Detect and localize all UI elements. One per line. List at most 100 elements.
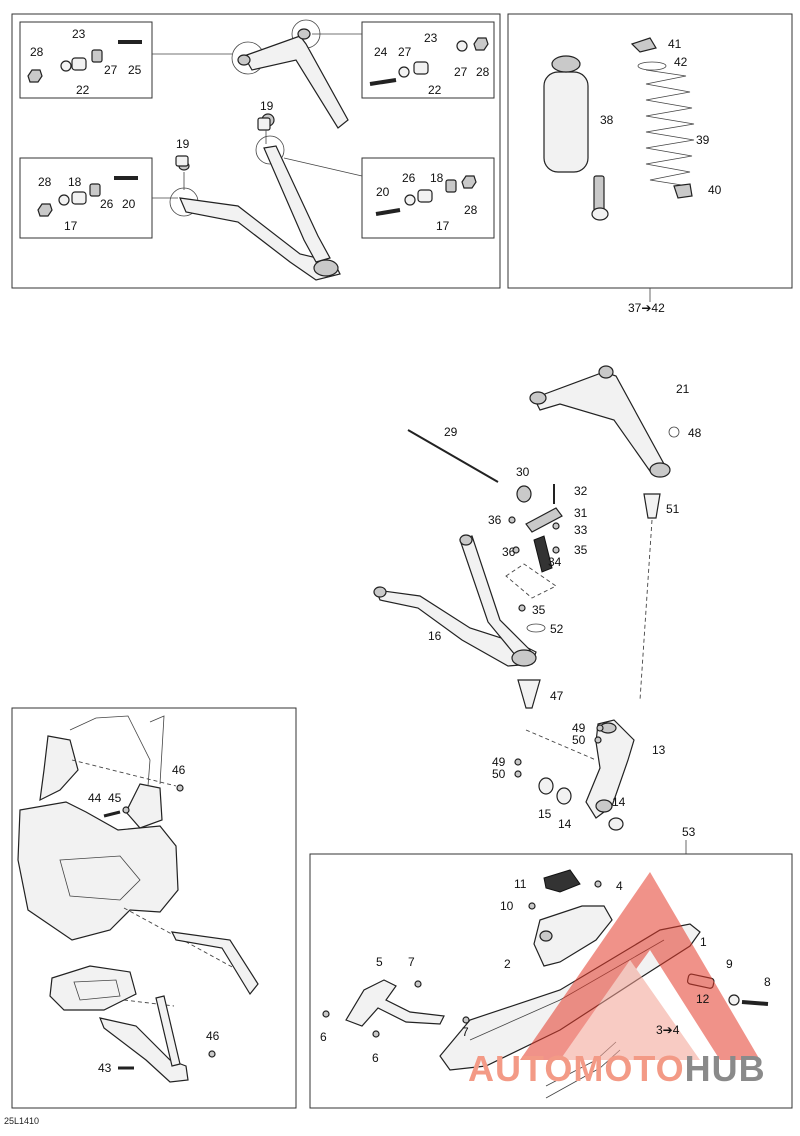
ski-panel [309, 853, 793, 1109]
callout-main-12: 51 [666, 502, 680, 516]
callout-main-16: 49 [572, 721, 586, 735]
callout-main-19: 49 [492, 755, 506, 769]
callout-main-5: 31 [574, 506, 588, 520]
callout-lower-arm-left-kit-1: 18 [68, 175, 82, 189]
callout-shock-1: 42 [674, 55, 688, 69]
callout-main-11: 35 [532, 603, 546, 617]
upper-left-kit-box [19, 21, 153, 99]
upper-a-arm-small [231, 19, 349, 129]
callout-shock-3: 39 [696, 133, 710, 147]
callout-frame-4: 46 [206, 1029, 220, 1043]
frame-bracket [49, 965, 137, 1011]
callout-ski-4: 2 [504, 957, 511, 971]
callout-main-0: 21 [676, 382, 690, 396]
callout-shock-4: 40 [708, 183, 722, 197]
callout-lower-arm-left-kit-2: 26 [100, 197, 114, 211]
callout-upper-arm-right-kit-1: 27 [398, 45, 412, 59]
callout-main-9: 36 [502, 545, 516, 559]
shock-absorber [543, 55, 609, 221]
callout-main-13: 52 [550, 622, 564, 636]
callout-main-4: 32 [574, 484, 588, 498]
callout-main-6: 33 [574, 523, 588, 537]
sway-bar-link-31 [508, 484, 563, 533]
callout-lower-arm-right-kit-0: 20 [376, 185, 390, 199]
callout-upper-arm-right-kit-5: 22 [428, 83, 442, 97]
spring-stopper-41 [630, 37, 667, 71]
callout-main-8: 34 [548, 555, 562, 569]
arm-bushing-panel [11, 13, 501, 289]
bushing-30 [516, 485, 532, 503]
callout-ski-1: 4 [616, 879, 623, 893]
watermark-text: AUTOMOTOHUB [468, 1048, 766, 1090]
callout-lower-arm-right-kit-4: 17 [436, 219, 450, 233]
callout-main-17: 50 [572, 733, 586, 747]
circlip-52 [526, 623, 546, 633]
kit-ref-53: 53 [682, 825, 696, 839]
callout-ski-8: 5 [376, 955, 383, 969]
callout-upper-arm-right-kit-2: 23 [424, 31, 438, 45]
lower-a-arm-16 [373, 534, 537, 667]
callout-main-14: 16 [428, 629, 442, 643]
callout-main-23: 14 [558, 817, 572, 831]
shims-19 [175, 117, 271, 190]
callout-shim-19-0: 19 [260, 99, 274, 113]
frame-a-arm-lower [99, 995, 189, 1083]
callout-main-15: 47 [550, 689, 564, 703]
callout-main-10: 35 [574, 543, 588, 557]
watermark-logo [520, 872, 760, 1060]
callout-main-18: 13 [652, 743, 666, 757]
bushing-hardware-lower-right [375, 175, 477, 216]
callout-frame-3: 43 [98, 1061, 112, 1075]
callout-lower-arm-left-kit-4: 17 [64, 219, 78, 233]
callout-shock-2: 38 [600, 113, 614, 127]
callout-upper-arm-left-kit-1: 23 [72, 27, 86, 41]
callout-upper-arm-right-kit-4: 28 [476, 65, 490, 79]
bushing-hardware-upper-left [27, 40, 142, 83]
frame-a-arm-upper [170, 931, 259, 996]
callout-upper-arm-left-kit-0: 28 [30, 45, 44, 59]
callout-frame-2: 45 [108, 791, 122, 805]
bushing-hardware-lower-left [37, 176, 138, 217]
upper-a-arm-21 [529, 365, 671, 478]
callout-upper-arm-right-kit-3: 27 [454, 65, 468, 79]
ski-hardware [322, 880, 602, 1038]
ball-joint-51 [643, 493, 661, 519]
coil-spring [645, 69, 695, 187]
front-frame [17, 715, 179, 941]
kit-labels: 37➔42 53 3➔4 [628, 301, 696, 1037]
upper-right-kit-box [361, 21, 495, 99]
frame-panel [11, 707, 297, 1109]
callout-ski-12: 6 [372, 1051, 379, 1065]
spring-retainer-40 [673, 183, 693, 199]
callout-main-21: 14 [612, 795, 626, 809]
callout-frame-0: 46 [172, 763, 186, 777]
kit-ref-3-4: 3➔4 [656, 1023, 680, 1037]
callout-ski-7: 12 [696, 992, 710, 1006]
drawing-code: 25L1410 [4, 1116, 40, 1126]
callout-ski-9: 7 [408, 955, 415, 969]
ball-joint-47 [517, 679, 541, 709]
watermark-left: AUTOMOTO [468, 1048, 685, 1089]
callout-upper-arm-right-kit-0: 24 [374, 45, 388, 59]
callout-ski-5: 9 [726, 957, 733, 971]
callout-ski-11: 6 [320, 1030, 327, 1044]
callout-lower-arm-right-kit-3: 28 [464, 203, 478, 217]
bushing-hardware-upper-right [369, 37, 489, 86]
ski-leg-2 [533, 905, 613, 967]
callout-ski-6: 8 [764, 975, 771, 989]
watermark-right: HUB [684, 1048, 766, 1089]
callout-ski-2: 10 [500, 899, 514, 913]
callout-main-3: 30 [516, 465, 530, 479]
kit-ref-37-42: 37➔42 [628, 301, 665, 315]
ski-handle-11 [543, 869, 581, 893]
callout-upper-arm-left-kit-4: 22 [76, 83, 90, 97]
callout-frame-1: 44 [88, 791, 102, 805]
callout-main-20: 50 [492, 767, 506, 781]
callout-lower-arm-left-kit-3: 20 [122, 197, 136, 211]
circlip-48 [668, 426, 680, 438]
callout-shock-0: 41 [668, 37, 682, 51]
callout-upper-arm-left-kit-2: 27 [104, 63, 118, 77]
